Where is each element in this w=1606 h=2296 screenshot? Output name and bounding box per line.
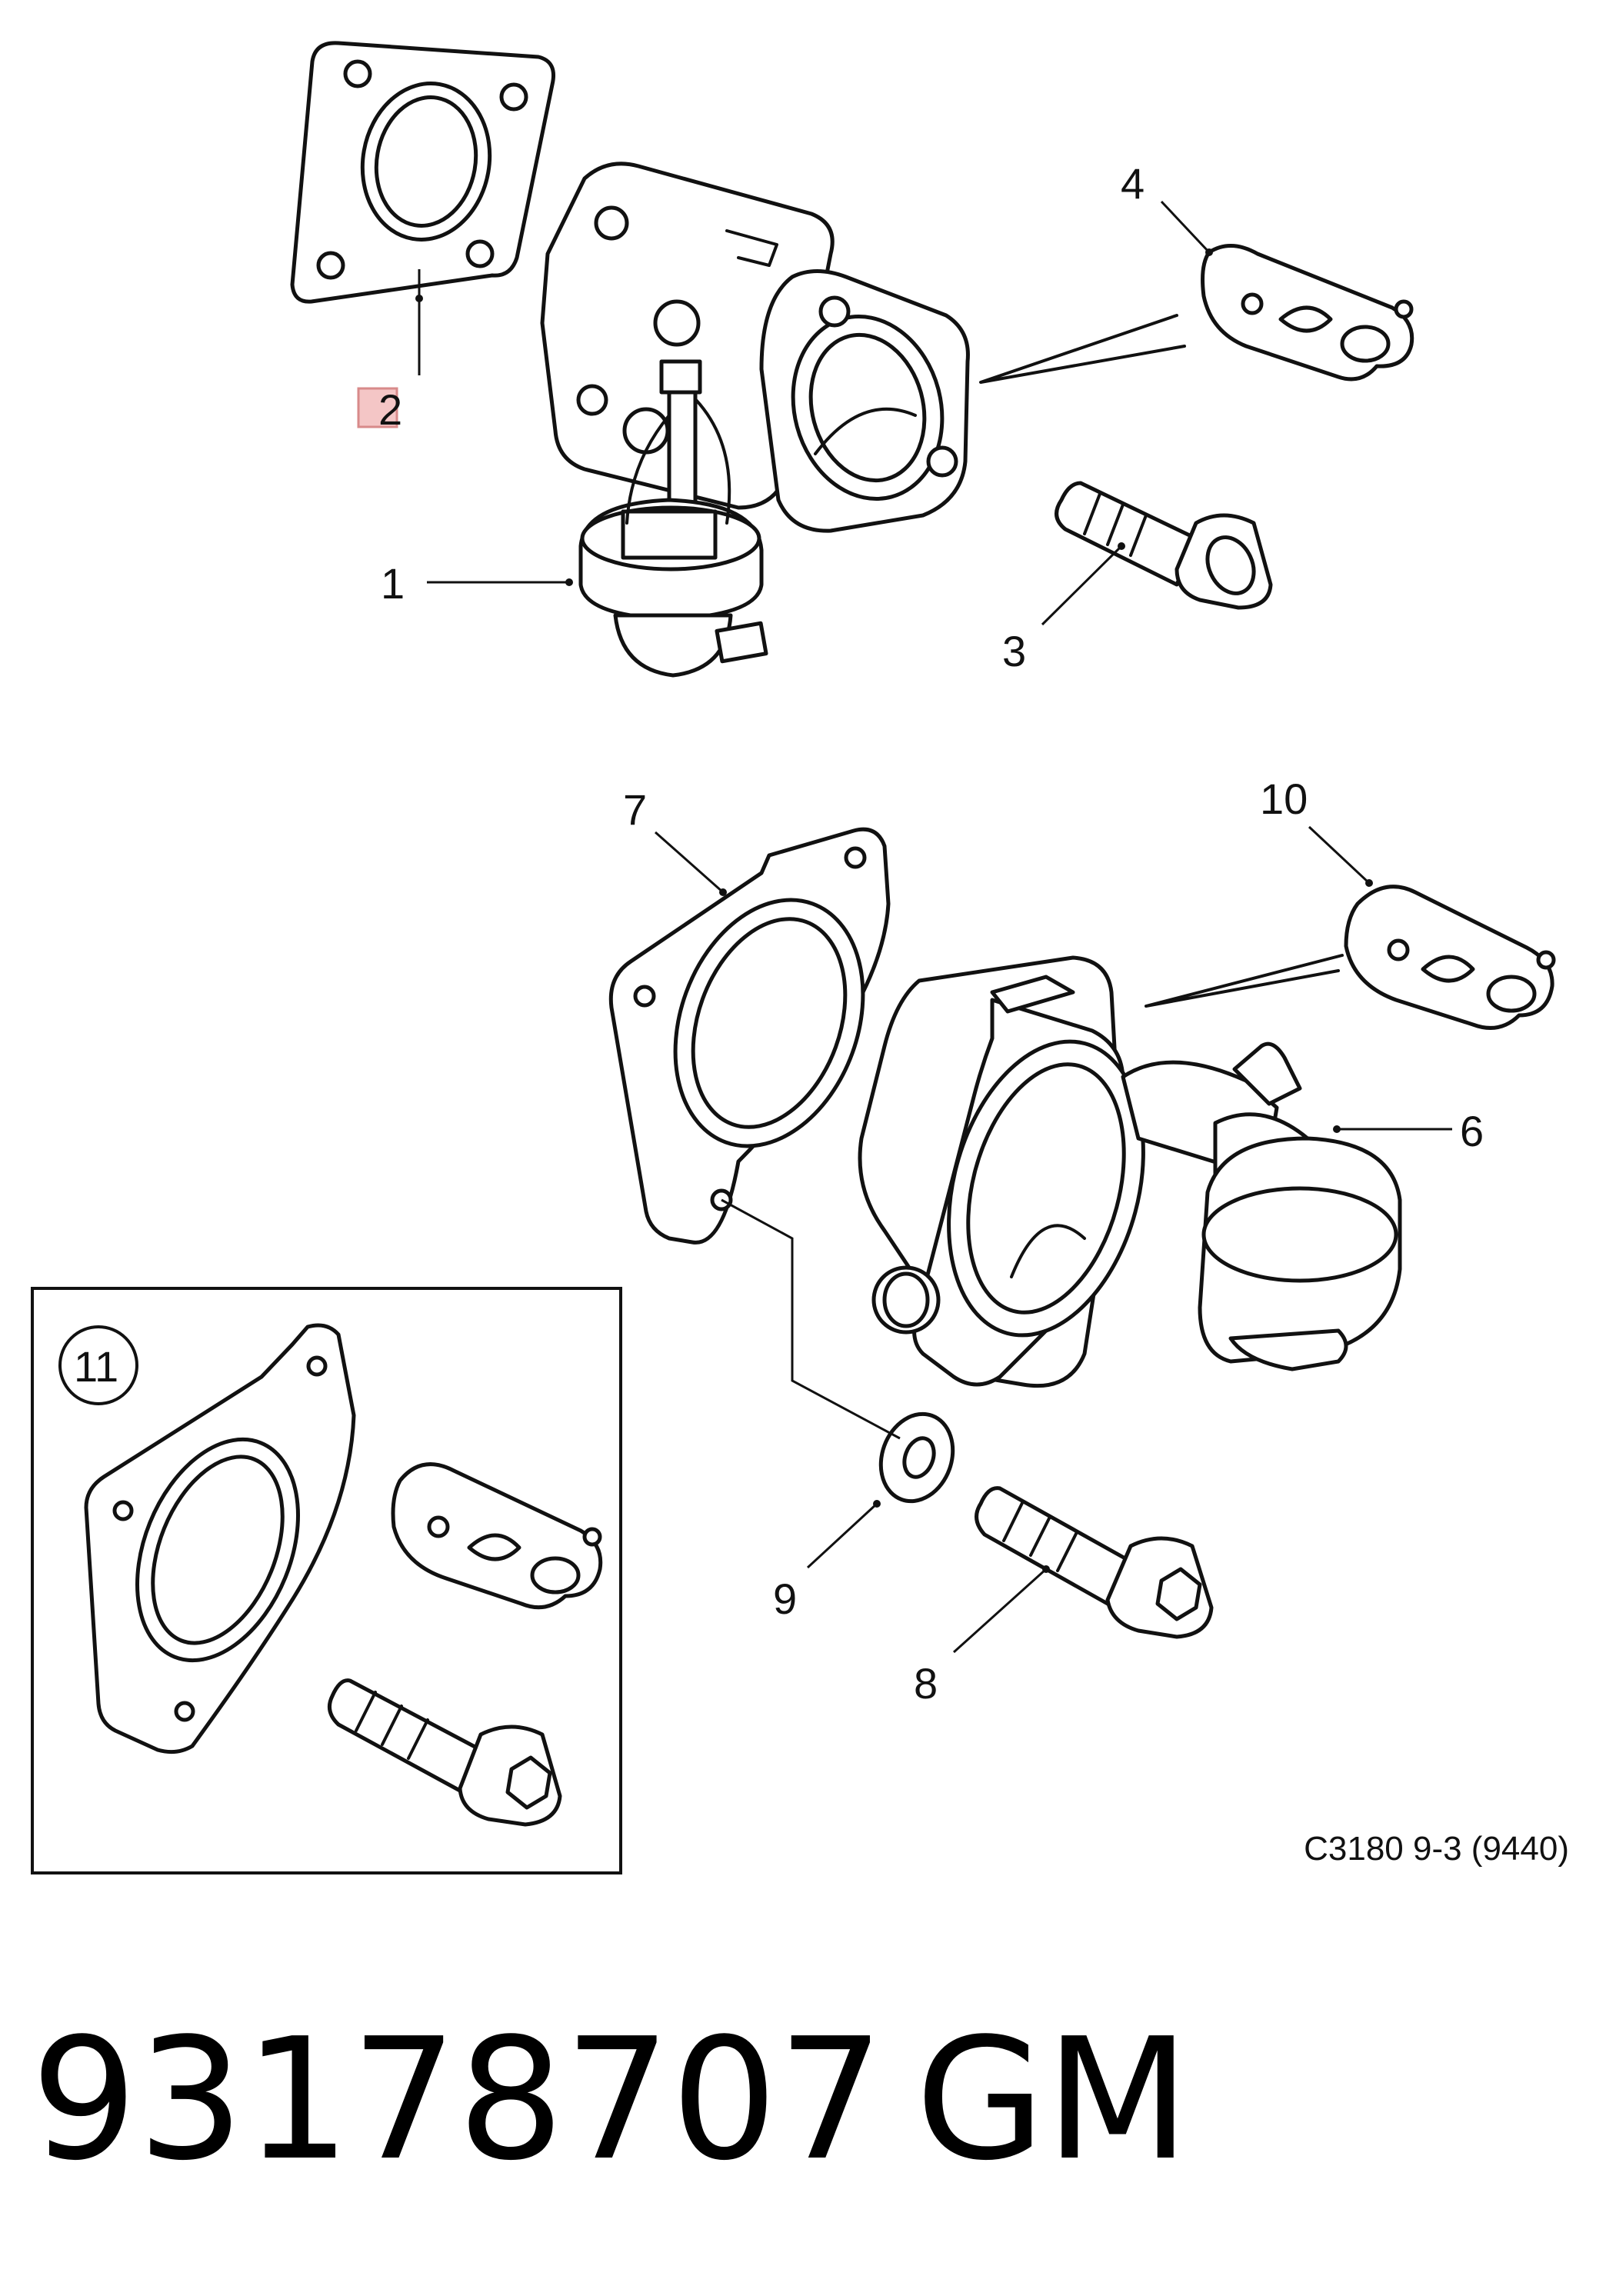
kit-bolt	[327, 1678, 562, 1827]
bolt-bottom	[975, 1486, 1214, 1639]
throttle-plate-top	[1201, 244, 1414, 382]
kit-box	[31, 1287, 622, 1874]
callout-3: 3	[1002, 627, 1026, 675]
kit-throttle-plate	[391, 1462, 603, 1610]
callout-leaders	[415, 200, 1452, 1654]
callout-11: 11	[74, 1342, 118, 1391]
washer	[878, 1411, 955, 1504]
callout-7: 7	[623, 785, 647, 834]
callout-2: 2	[378, 385, 402, 434]
kit-gasket	[84, 1323, 356, 1754]
throttle-housing-top	[540, 162, 970, 678]
gasket-top	[290, 41, 555, 304]
callout-6: 6	[1460, 1107, 1484, 1155]
kit-callout-circle	[58, 1325, 138, 1405]
callout-1: 1	[381, 559, 405, 608]
throttle-plate-bottom	[1344, 885, 1556, 1030]
leader-4-arrow	[979, 314, 1186, 384]
leader-gasket-washer	[721, 1198, 901, 1440]
bolt-top	[1055, 481, 1273, 610]
highlight-marker	[357, 387, 398, 428]
gasket-bottom	[608, 827, 891, 1245]
throttle-housing-bottom	[858, 955, 1402, 1388]
callout-10: 10	[1260, 775, 1308, 823]
callout-8: 8	[914, 1659, 938, 1708]
reference-code: C3180 9-3 (9440)	[1304, 1830, 1569, 1868]
callout-9: 9	[773, 1575, 797, 1623]
leader-10-arrow	[1145, 954, 1344, 1008]
brand-name: GM	[915, 2003, 1190, 2198]
callout-4: 4	[1121, 159, 1145, 208]
part-number: 93178707	[31, 2003, 885, 2198]
